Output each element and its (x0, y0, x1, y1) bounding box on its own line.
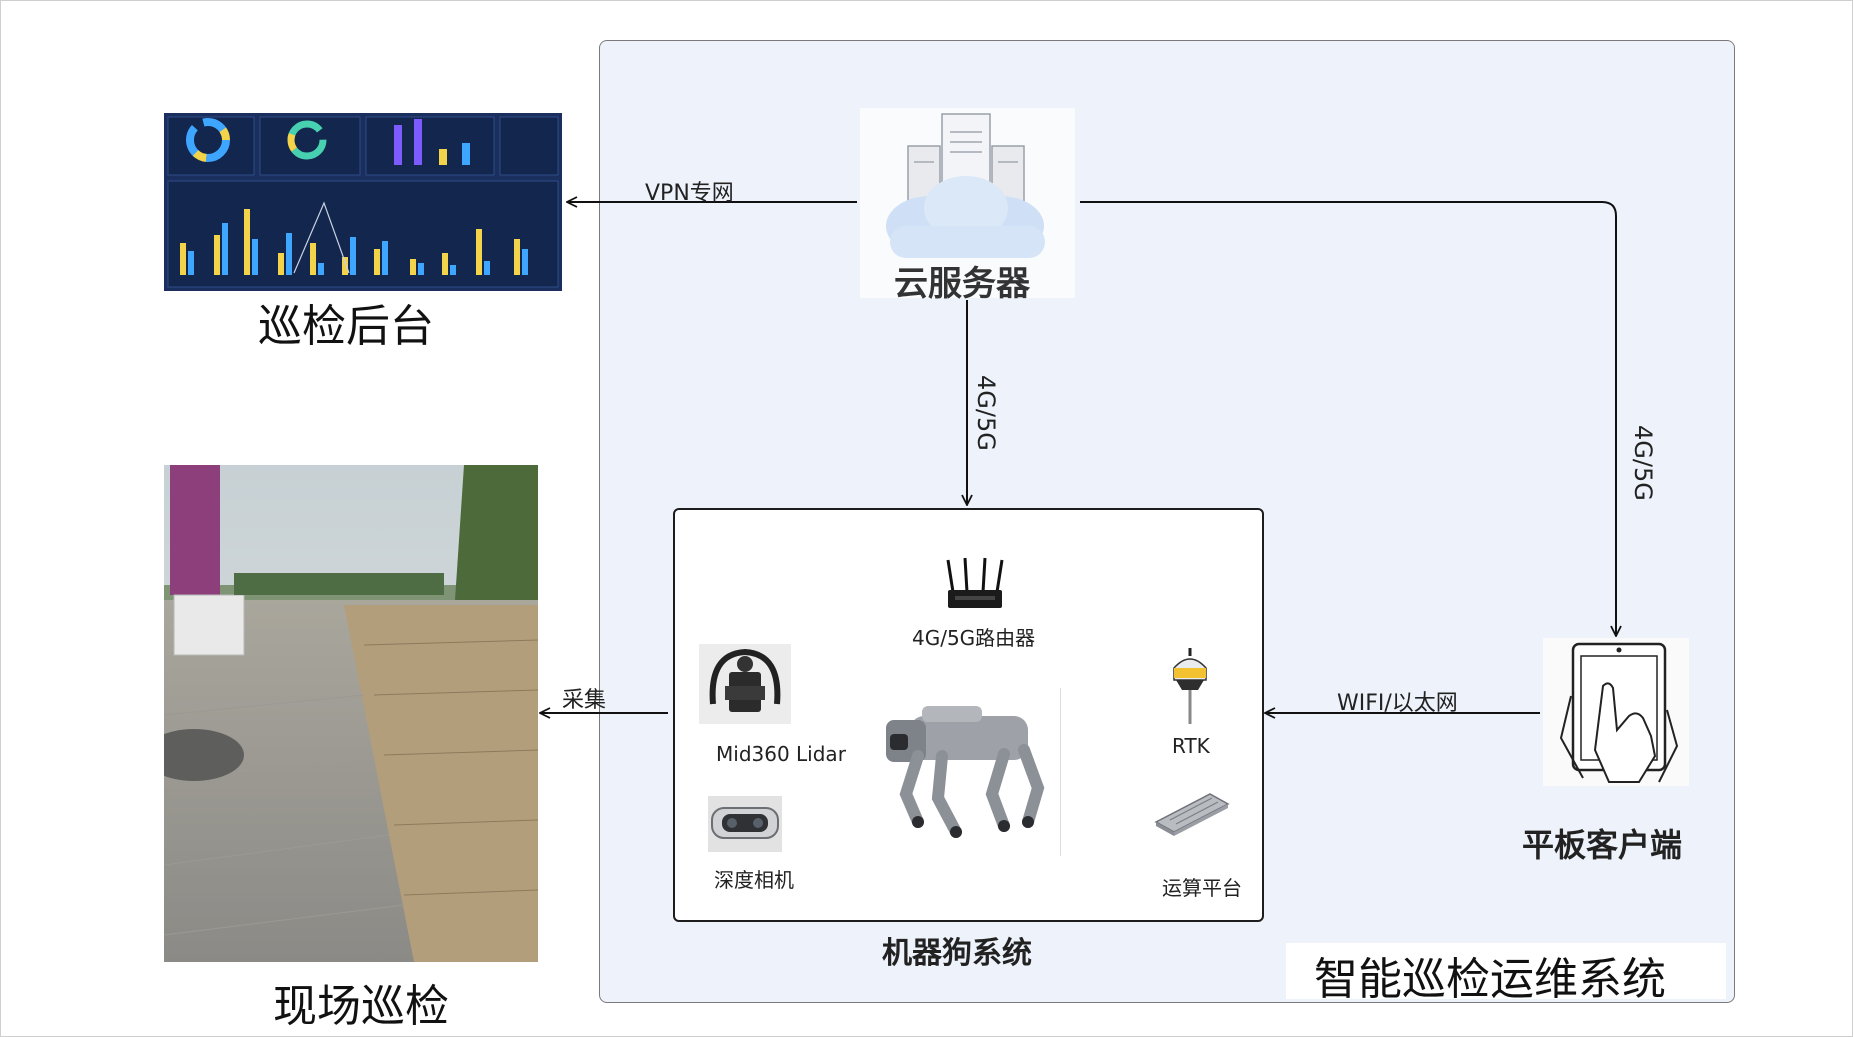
rtk-icon (1173, 648, 1207, 724)
field-photo-graphic (164, 465, 538, 962)
dashboard-graphic (164, 113, 562, 291)
system-title-box: 智能巡检运维系统 (1286, 943, 1726, 1005)
field-inspection-label: 现场巡检 (273, 981, 449, 1032)
backend-label: 巡检后台 (258, 301, 434, 352)
rtk-node (1168, 646, 1212, 726)
robot-dog-icon (886, 706, 1045, 838)
depth-camera-label: 深度相机 (714, 868, 794, 892)
dashboard-bars (180, 209, 528, 275)
rtk-label: RTK (1172, 734, 1210, 758)
robot-system-label: 机器狗系统 (882, 936, 1032, 971)
cloud-to-tablet-arrow (1080, 201, 1616, 636)
cloud-server-node: 云服务器 (860, 108, 1075, 304)
cloud-to-robot-label: 4G/5G (972, 375, 1000, 451)
tablet-touch-icon (1559, 642, 1679, 783)
lidar-node (699, 644, 791, 724)
robot-divider (1060, 688, 1061, 856)
robot-dog-node (878, 690, 1058, 850)
depth-camera-icon (711, 807, 779, 839)
cloud-server-icon (886, 113, 1045, 258)
lidar-label: Mid360 Lidar (716, 742, 846, 766)
router-label: 4G/5G路由器 (912, 626, 1036, 650)
tablet-to-robot-label: WIFI/以太网 (1337, 691, 1458, 716)
router-icon (946, 557, 1004, 608)
compute-platform-icon (1154, 793, 1230, 836)
robot-to-field-label: 采集 (562, 688, 607, 713)
tablet-client-label: 平板客户端 (1522, 826, 1683, 864)
system-title: 智能巡检运维系统 (1314, 954, 1666, 1005)
lidar-icon (709, 648, 781, 712)
tablet-client-node (1543, 638, 1689, 786)
depth-camera-node (708, 796, 782, 852)
backend-dashboard-image (164, 113, 562, 291)
compute-platform-node (1152, 788, 1230, 836)
cloud-server-label: 云服务器 (894, 264, 1030, 304)
router-node (945, 557, 1005, 610)
field-inspection-photo (164, 465, 538, 962)
vpn-label: VPN专网 (645, 181, 734, 206)
cloud-to-tablet-label: 4G/5G (1629, 425, 1657, 501)
compute-platform-label: 运算平台 (1162, 876, 1242, 900)
